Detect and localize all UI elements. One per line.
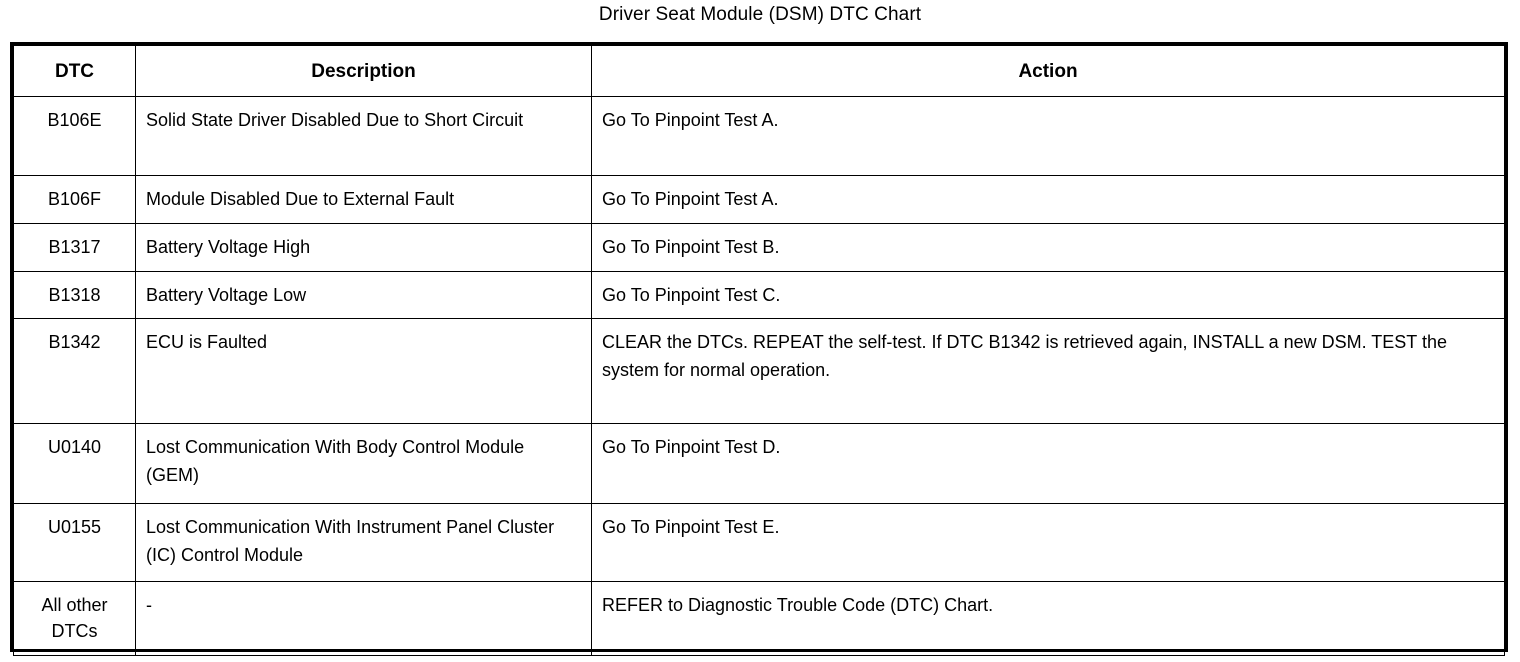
table-header-row: DTC Description Action — [13, 45, 1505, 97]
cell-action: CLEAR the DTCs. REPEAT the self-test. If… — [591, 318, 1505, 424]
dtc-action: Go To Pinpoint Test C. — [602, 285, 781, 305]
table-row: All other DTCs - REFER to Diagnostic Tro… — [13, 581, 1505, 656]
table-header: DTC Description Action — [13, 45, 1505, 97]
table-row: B1317 Battery Voltage High Go To Pinpoin… — [13, 223, 1505, 272]
dtc-action: Go To Pinpoint Test E. — [602, 517, 780, 537]
dtc-action: Go To Pinpoint Test A. — [602, 110, 779, 130]
dtc-code: B1342 — [48, 332, 101, 352]
column-header-action-label: Action — [1018, 61, 1078, 82]
cell-action: Go To Pinpoint Test A. — [591, 96, 1505, 176]
cell-dtc: B106F — [13, 175, 136, 224]
cell-description: ECU is Faulted — [135, 318, 592, 424]
cell-action: Go To Pinpoint Test E. — [591, 503, 1505, 582]
cell-action: REFER to Diagnostic Trouble Code (DTC) C… — [591, 581, 1505, 656]
table-row: B106E Solid State Driver Disabled Due to… — [13, 96, 1505, 176]
dtc-description: Battery Voltage Low — [146, 285, 307, 305]
cell-description: Module Disabled Due to External Fault — [135, 175, 592, 224]
column-header-action: Action — [591, 45, 1505, 97]
cell-dtc: U0155 — [13, 503, 136, 582]
cell-dtc: B1318 — [13, 271, 136, 319]
cell-dtc: U0140 — [13, 423, 136, 504]
table-body: B106E Solid State Driver Disabled Due to… — [13, 96, 1505, 656]
cell-description: Battery Voltage Low — [135, 271, 592, 319]
dtc-action: Go To Pinpoint Test B. — [602, 237, 780, 257]
cell-description: Lost Communication With Instrument Panel… — [135, 503, 592, 582]
table-row: B106F Module Disabled Due to External Fa… — [13, 175, 1505, 224]
cell-dtc: B1342 — [13, 318, 136, 424]
dtc-action: REFER to Diagnostic Trouble Code (DTC) C… — [602, 595, 994, 615]
cell-description: Solid State Driver Disabled Due to Short… — [135, 96, 592, 176]
cell-dtc: B106E — [13, 96, 136, 176]
dtc-description: Lost Communication With Body Control Mod… — [146, 437, 525, 485]
dtc-description: Solid State Driver Disabled Due to Short… — [146, 110, 524, 130]
table-row: U0140 Lost Communication With Body Contr… — [13, 423, 1505, 504]
dtc-action: Go To Pinpoint Test D. — [602, 437, 781, 457]
cell-action: Go To Pinpoint Test C. — [591, 271, 1505, 319]
cell-description: Lost Communication With Body Control Mod… — [135, 423, 592, 504]
dtc-code: U0140 — [47, 437, 102, 457]
dtc-code: B106F — [47, 189, 102, 209]
cell-dtc: B1317 — [13, 223, 136, 272]
page-title: Driver Seat Module (DSM) DTC Chart — [598, 4, 922, 25]
dtc-code: B1317 — [48, 237, 101, 257]
column-header-description: Description — [135, 45, 592, 97]
dtc-description: Battery Voltage High — [146, 237, 311, 257]
table-row: U0155 Lost Communication With Instrument… — [13, 503, 1505, 582]
dtc-table: DTC Description Action B106E So — [13, 45, 1505, 656]
dtc-action: Go To Pinpoint Test A. — [602, 189, 779, 209]
cell-dtc: All other DTCs — [13, 581, 136, 656]
dtc-description: Module Disabled Due to External Fault — [146, 189, 455, 209]
cell-description: Battery Voltage High — [135, 223, 592, 272]
dtc-code: U0155 — [47, 517, 102, 537]
dtc-code: B1318 — [48, 285, 101, 305]
table-row: B1342 ECU is Faulted CLEAR the DTCs. REP… — [13, 318, 1505, 424]
cell-description: - — [135, 581, 592, 656]
dtc-table-container: DTC Description Action B106E So — [10, 42, 1508, 656]
column-header-description-label: Description — [311, 61, 416, 82]
column-header-dtc: DTC — [13, 45, 136, 97]
column-header-dtc-label: DTC — [54, 61, 95, 82]
cell-action: Go To Pinpoint Test D. — [591, 423, 1505, 504]
dtc-action: CLEAR the DTCs. REPEAT the self-test. If… — [602, 332, 1447, 380]
dtc-description: - — [146, 595, 152, 615]
cell-action: Go To Pinpoint Test A. — [591, 175, 1505, 224]
dtc-code: All other DTCs — [41, 595, 108, 641]
dtc-description: Lost Communication With Instrument Panel… — [146, 517, 555, 565]
table-row: B1318 Battery Voltage Low Go To Pinpoint… — [13, 271, 1505, 319]
dtc-code: B106E — [47, 110, 102, 130]
dtc-description: ECU is Faulted — [146, 332, 268, 352]
cell-action: Go To Pinpoint Test B. — [591, 223, 1505, 272]
